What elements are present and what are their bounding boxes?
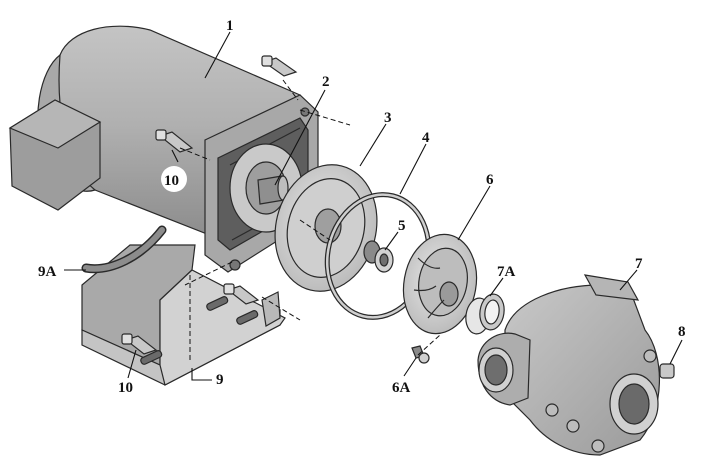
callout-7a: 7A <box>497 264 516 280</box>
callout-10-lower-text: 10 <box>118 380 133 396</box>
motor <box>8 25 319 273</box>
callout-10-upper: 10 <box>161 166 187 192</box>
callout-1: 1 <box>226 18 234 34</box>
assembly-guide-lines <box>179 79 441 360</box>
leader-lines <box>64 31 683 381</box>
wear-ring <box>465 293 505 335</box>
impeller <box>402 233 478 335</box>
grommet-strap <box>81 225 167 274</box>
callout-6a: 6A <box>392 380 411 396</box>
callout-4: 4 <box>422 130 430 146</box>
callout-labels: 1 2 3 4 5 6 6A 7 7A 8 9 9A 10 10 <box>38 18 686 396</box>
shaft-seal <box>363 240 394 273</box>
callout-6: 6 <box>486 172 494 188</box>
cap-screw-upper <box>155 129 194 153</box>
callout-8: 8 <box>678 324 686 340</box>
callout-7: 7 <box>635 256 643 272</box>
seal-plate <box>274 164 378 292</box>
pump-housing <box>477 274 660 456</box>
callout-9a: 9A <box>38 264 57 280</box>
callout-10-upper-text: 10 <box>164 173 179 189</box>
housing-bolt <box>659 363 675 379</box>
motor-top-bolt <box>261 55 298 77</box>
foot-bolt-right <box>223 283 260 305</box>
impeller-screw <box>411 345 430 364</box>
callout-2: 2 <box>322 74 330 90</box>
cap-screw-lower <box>121 333 158 355</box>
callout-3: 3 <box>384 110 392 126</box>
callout-10-lower: 10 <box>118 380 133 396</box>
callout-5: 5 <box>398 218 406 234</box>
callout-9: 9 <box>216 372 224 388</box>
